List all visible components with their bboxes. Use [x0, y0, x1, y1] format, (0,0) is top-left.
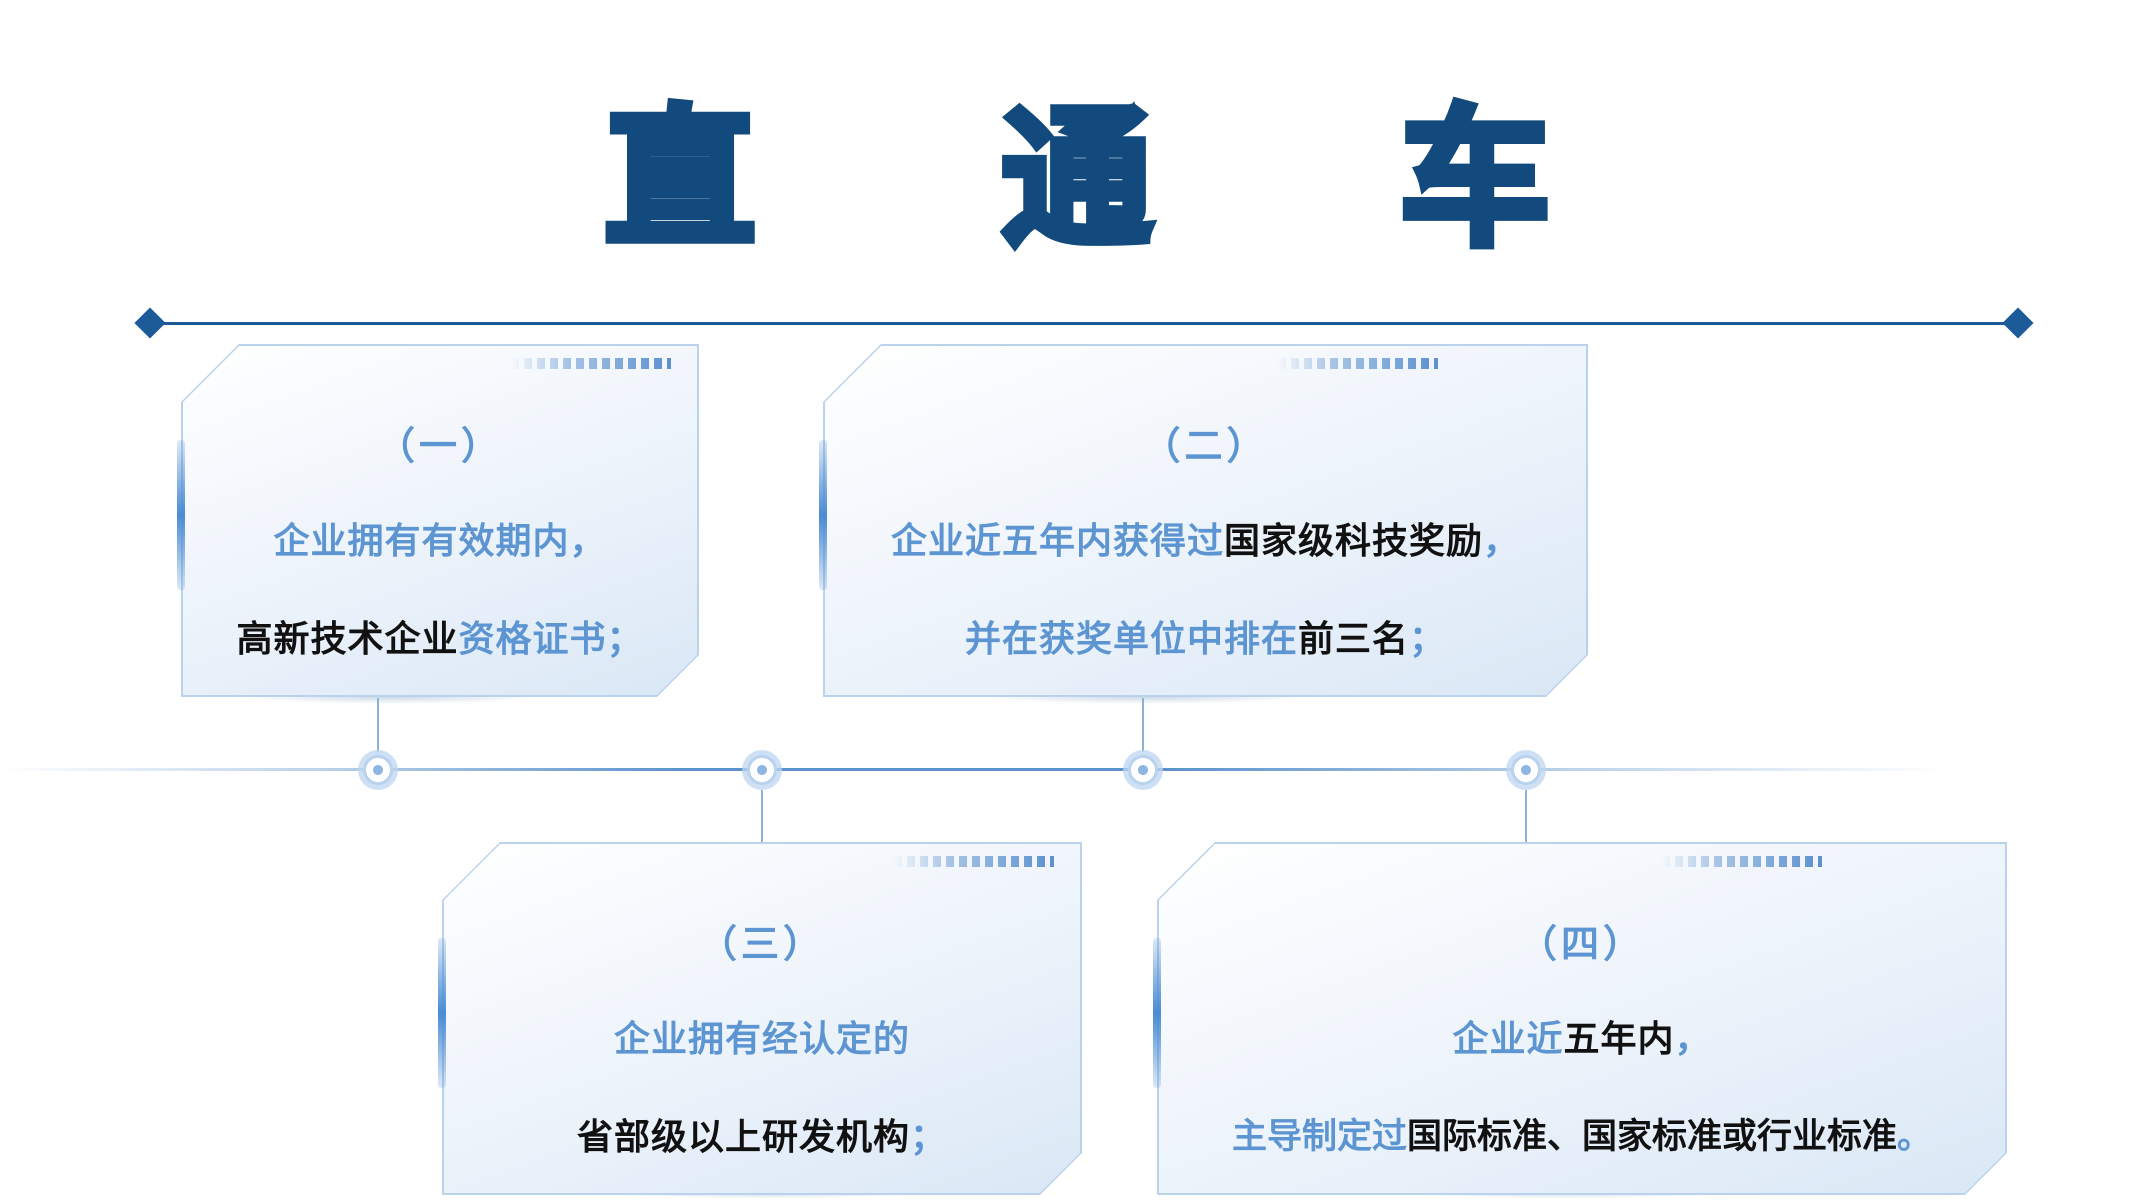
- card-2-side-accent: [819, 440, 827, 590]
- card-1-emphasis-text: 高新技术企业: [236, 619, 459, 660]
- card-2-emphasis-text-1: 国家级科技奖励: [1223, 521, 1483, 562]
- card-4-line-1: 企业近五年内，: [1157, 1010, 2007, 1062]
- criterion-card-3: （三） 企业拥有经认定的 省部级以上研发机构；: [442, 842, 1082, 1195]
- card-2-emphasis-text-2: 前三名: [1297, 619, 1409, 660]
- criterion-card-1: （一） 企业拥有有效期内， 高新技术企业资格证书；: [181, 344, 699, 697]
- criterion-card-4: （四） 企业近五年内， 主导制定过国际标准、国家标准或行业标准。: [1157, 842, 2007, 1195]
- card-1-heading: （一）: [376, 424, 503, 468]
- card-4-body: [1159, 844, 2005, 1193]
- card-1-dash-decoration: [511, 358, 671, 369]
- card-4-line-2-tail: 。: [1897, 1117, 1933, 1157]
- card-3-body: [444, 844, 1080, 1193]
- card-1-line-1-text: 企业拥有有效期内，: [273, 521, 607, 562]
- timeline-node-4: [1506, 750, 1546, 790]
- title-char-3: 车: [1396, 91, 1554, 269]
- criterion-card-2: （二） 企业近五年内获得过国家级科技奖励， 并在获奖单位中排在前三名；: [823, 344, 1588, 697]
- card-3-heading: （三）: [698, 922, 825, 966]
- card-4-line-1-lead: 企业近: [1452, 1019, 1564, 1060]
- card-2-heading: （二）: [1142, 424, 1269, 468]
- divider-diamond-left: [134, 307, 166, 339]
- card-3-line-1-text: 企业拥有经认定的: [613, 1019, 910, 1060]
- timeline-node-2: [742, 750, 782, 790]
- card-2-line-1-tail: ，: [1483, 521, 1521, 562]
- card-4-heading: （四）: [1518, 922, 1645, 966]
- connector-card-1: [377, 698, 379, 752]
- top-divider-line: [150, 322, 2018, 325]
- card-4-emphasis-text-1: 五年内: [1563, 1019, 1675, 1060]
- card-1-body: [183, 346, 697, 695]
- title-char-1: 直: [601, 91, 759, 269]
- card-1-line-2: 高新技术企业资格证书；: [181, 610, 699, 662]
- card-2-dash-decoration: [1278, 358, 1438, 369]
- card-2-line-2-tail: ；: [1409, 619, 1447, 660]
- card-2-line-1: 企业近五年内获得过国家级科技奖励，: [823, 512, 1588, 564]
- card-3-emphasis-text: 省部级以上研发机构: [576, 1117, 910, 1158]
- title-char-2: 通: [998, 91, 1156, 269]
- card-2-line-1-lead: 企业近五年内获得过: [890, 521, 1224, 562]
- timeline-node-3: [1123, 750, 1163, 790]
- card-2-body: [825, 346, 1586, 695]
- connector-card-4: [1525, 790, 1527, 844]
- card-4-line-1-tail: ，: [1674, 1019, 1712, 1060]
- card-2-line-2-lead: 并在获奖单位中排在: [964, 619, 1298, 660]
- card-3-line-1: 企业拥有经认定的: [442, 1010, 1082, 1062]
- card-3-line-2: 省部级以上研发机构；: [442, 1108, 1082, 1160]
- card-1-line-1: 企业拥有有效期内，: [181, 512, 699, 564]
- connector-card-3: [761, 790, 763, 844]
- card-4-line-2-lead: 主导制定过: [1231, 1117, 1407, 1157]
- card-3-side-accent: [438, 938, 446, 1088]
- timeline-line: [0, 768, 1950, 771]
- card-4-emphasis-text-2: 国际标准、国家标准或行业标准: [1406, 1117, 1897, 1157]
- connector-card-2: [1142, 698, 1144, 752]
- card-1-side-accent: [177, 440, 185, 590]
- divider-diamond-right: [2002, 307, 2034, 339]
- card-4-dash-decoration: [1662, 856, 1822, 867]
- card-3-line-2-tail: ；: [910, 1117, 948, 1158]
- card-4-line-2: 主导制定过国际标准、国家标准或行业标准。: [1157, 1108, 2007, 1159]
- card-4-side-accent: [1153, 938, 1161, 1088]
- card-1-line-2-tail: 资格证书；: [458, 619, 644, 660]
- card-2-line-2: 并在获奖单位中排在前三名；: [823, 610, 1588, 662]
- card-3-dash-decoration: [894, 856, 1054, 867]
- timeline-node-1: [358, 750, 398, 790]
